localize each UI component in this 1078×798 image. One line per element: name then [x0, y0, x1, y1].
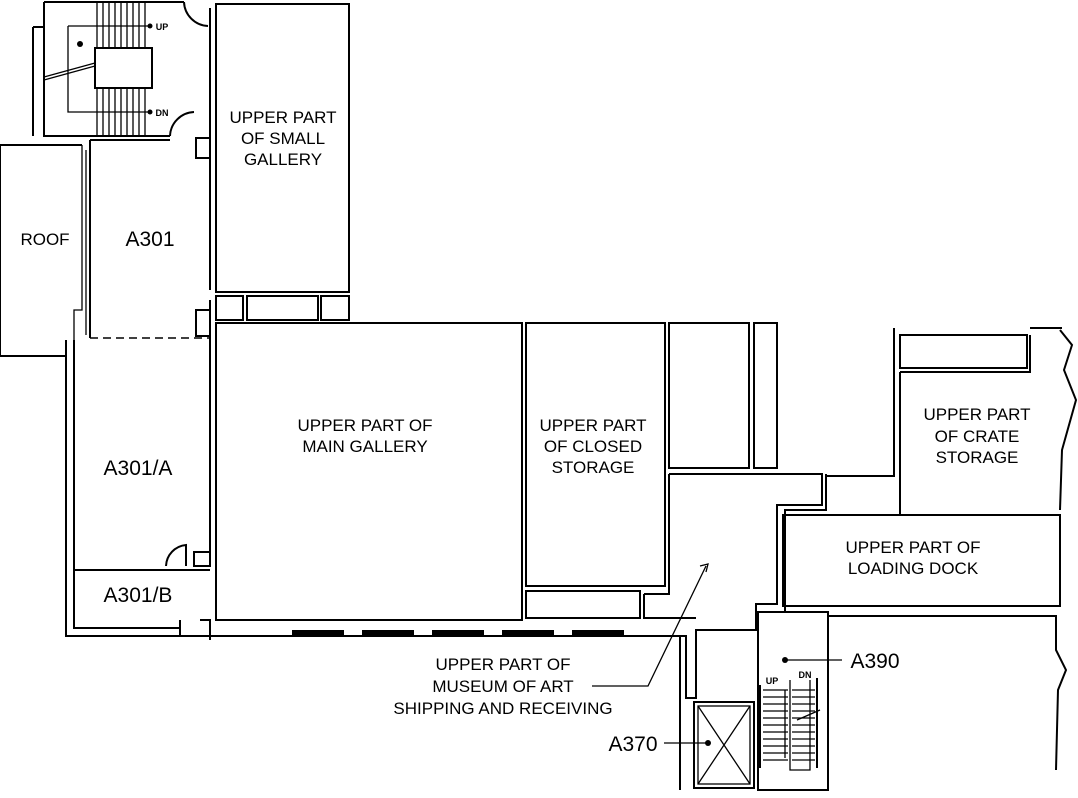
room-label-closed-storage: UPPER PART OF CLOSED STORAGE	[539, 416, 646, 477]
stair-a390: UP DN	[759, 657, 842, 771]
stair-dn-label: DN	[156, 108, 169, 118]
svg-text:UPPER PART: UPPER PART	[923, 405, 1030, 424]
svg-text:SHIPPING AND RECEIVING: SHIPPING AND RECEIVING	[393, 699, 612, 718]
svg-text:UPPER PART: UPPER PART	[229, 108, 336, 127]
room-label-shipping: UPPER PART OF MUSEUM OF ART SHIPPING AND…	[393, 655, 612, 718]
callout-a370: A370	[608, 733, 657, 756]
stair-dn-label-2: DN	[799, 670, 812, 680]
room-label-loading-dock: UPPER PART OF LOADING DOCK	[845, 538, 980, 578]
svg-text:GALLERY: GALLERY	[244, 150, 322, 169]
elevator-a370	[664, 701, 755, 789]
svg-text:STORAGE: STORAGE	[936, 448, 1019, 467]
room-label-crate-storage: UPPER PART OF CRATE STORAGE	[923, 405, 1030, 467]
svg-text:UPPER PART: UPPER PART	[539, 416, 646, 435]
svg-text:OF CRATE: OF CRATE	[935, 427, 1020, 446]
room-label-roof: ROOF	[20, 230, 69, 249]
room-label-small-gallery: UPPER PART OF SMALL GALLERY	[229, 108, 336, 169]
svg-text:LOADING DOCK: LOADING DOCK	[848, 559, 979, 578]
callout-a390: A390	[850, 650, 899, 673]
window-bars	[292, 630, 624, 637]
svg-text:UPPER PART OF: UPPER PART OF	[297, 416, 432, 435]
svg-text:OF SMALL: OF SMALL	[241, 129, 325, 148]
svg-text:UPPER PART OF: UPPER PART OF	[845, 538, 980, 557]
stair-up-label-2: UP	[766, 676, 779, 686]
room-label-a301b: A301/B	[104, 584, 173, 607]
room-label-a301: A301	[125, 228, 174, 251]
svg-text:OF CLOSED: OF CLOSED	[544, 437, 642, 456]
svg-text:STORAGE: STORAGE	[552, 458, 635, 477]
room-label-main-gallery: UPPER PART OF MAIN GALLERY	[297, 416, 432, 456]
north-stair: UP DN	[32, 1, 209, 137]
svg-text:UPPER PART OF: UPPER PART OF	[435, 655, 570, 674]
room-label-a301a: A301/A	[104, 457, 173, 480]
stair-up-label: UP	[156, 22, 169, 32]
svg-text:MUSEUM OF ART: MUSEUM OF ART	[432, 677, 573, 696]
svg-text:MAIN GALLERY: MAIN GALLERY	[302, 437, 427, 456]
